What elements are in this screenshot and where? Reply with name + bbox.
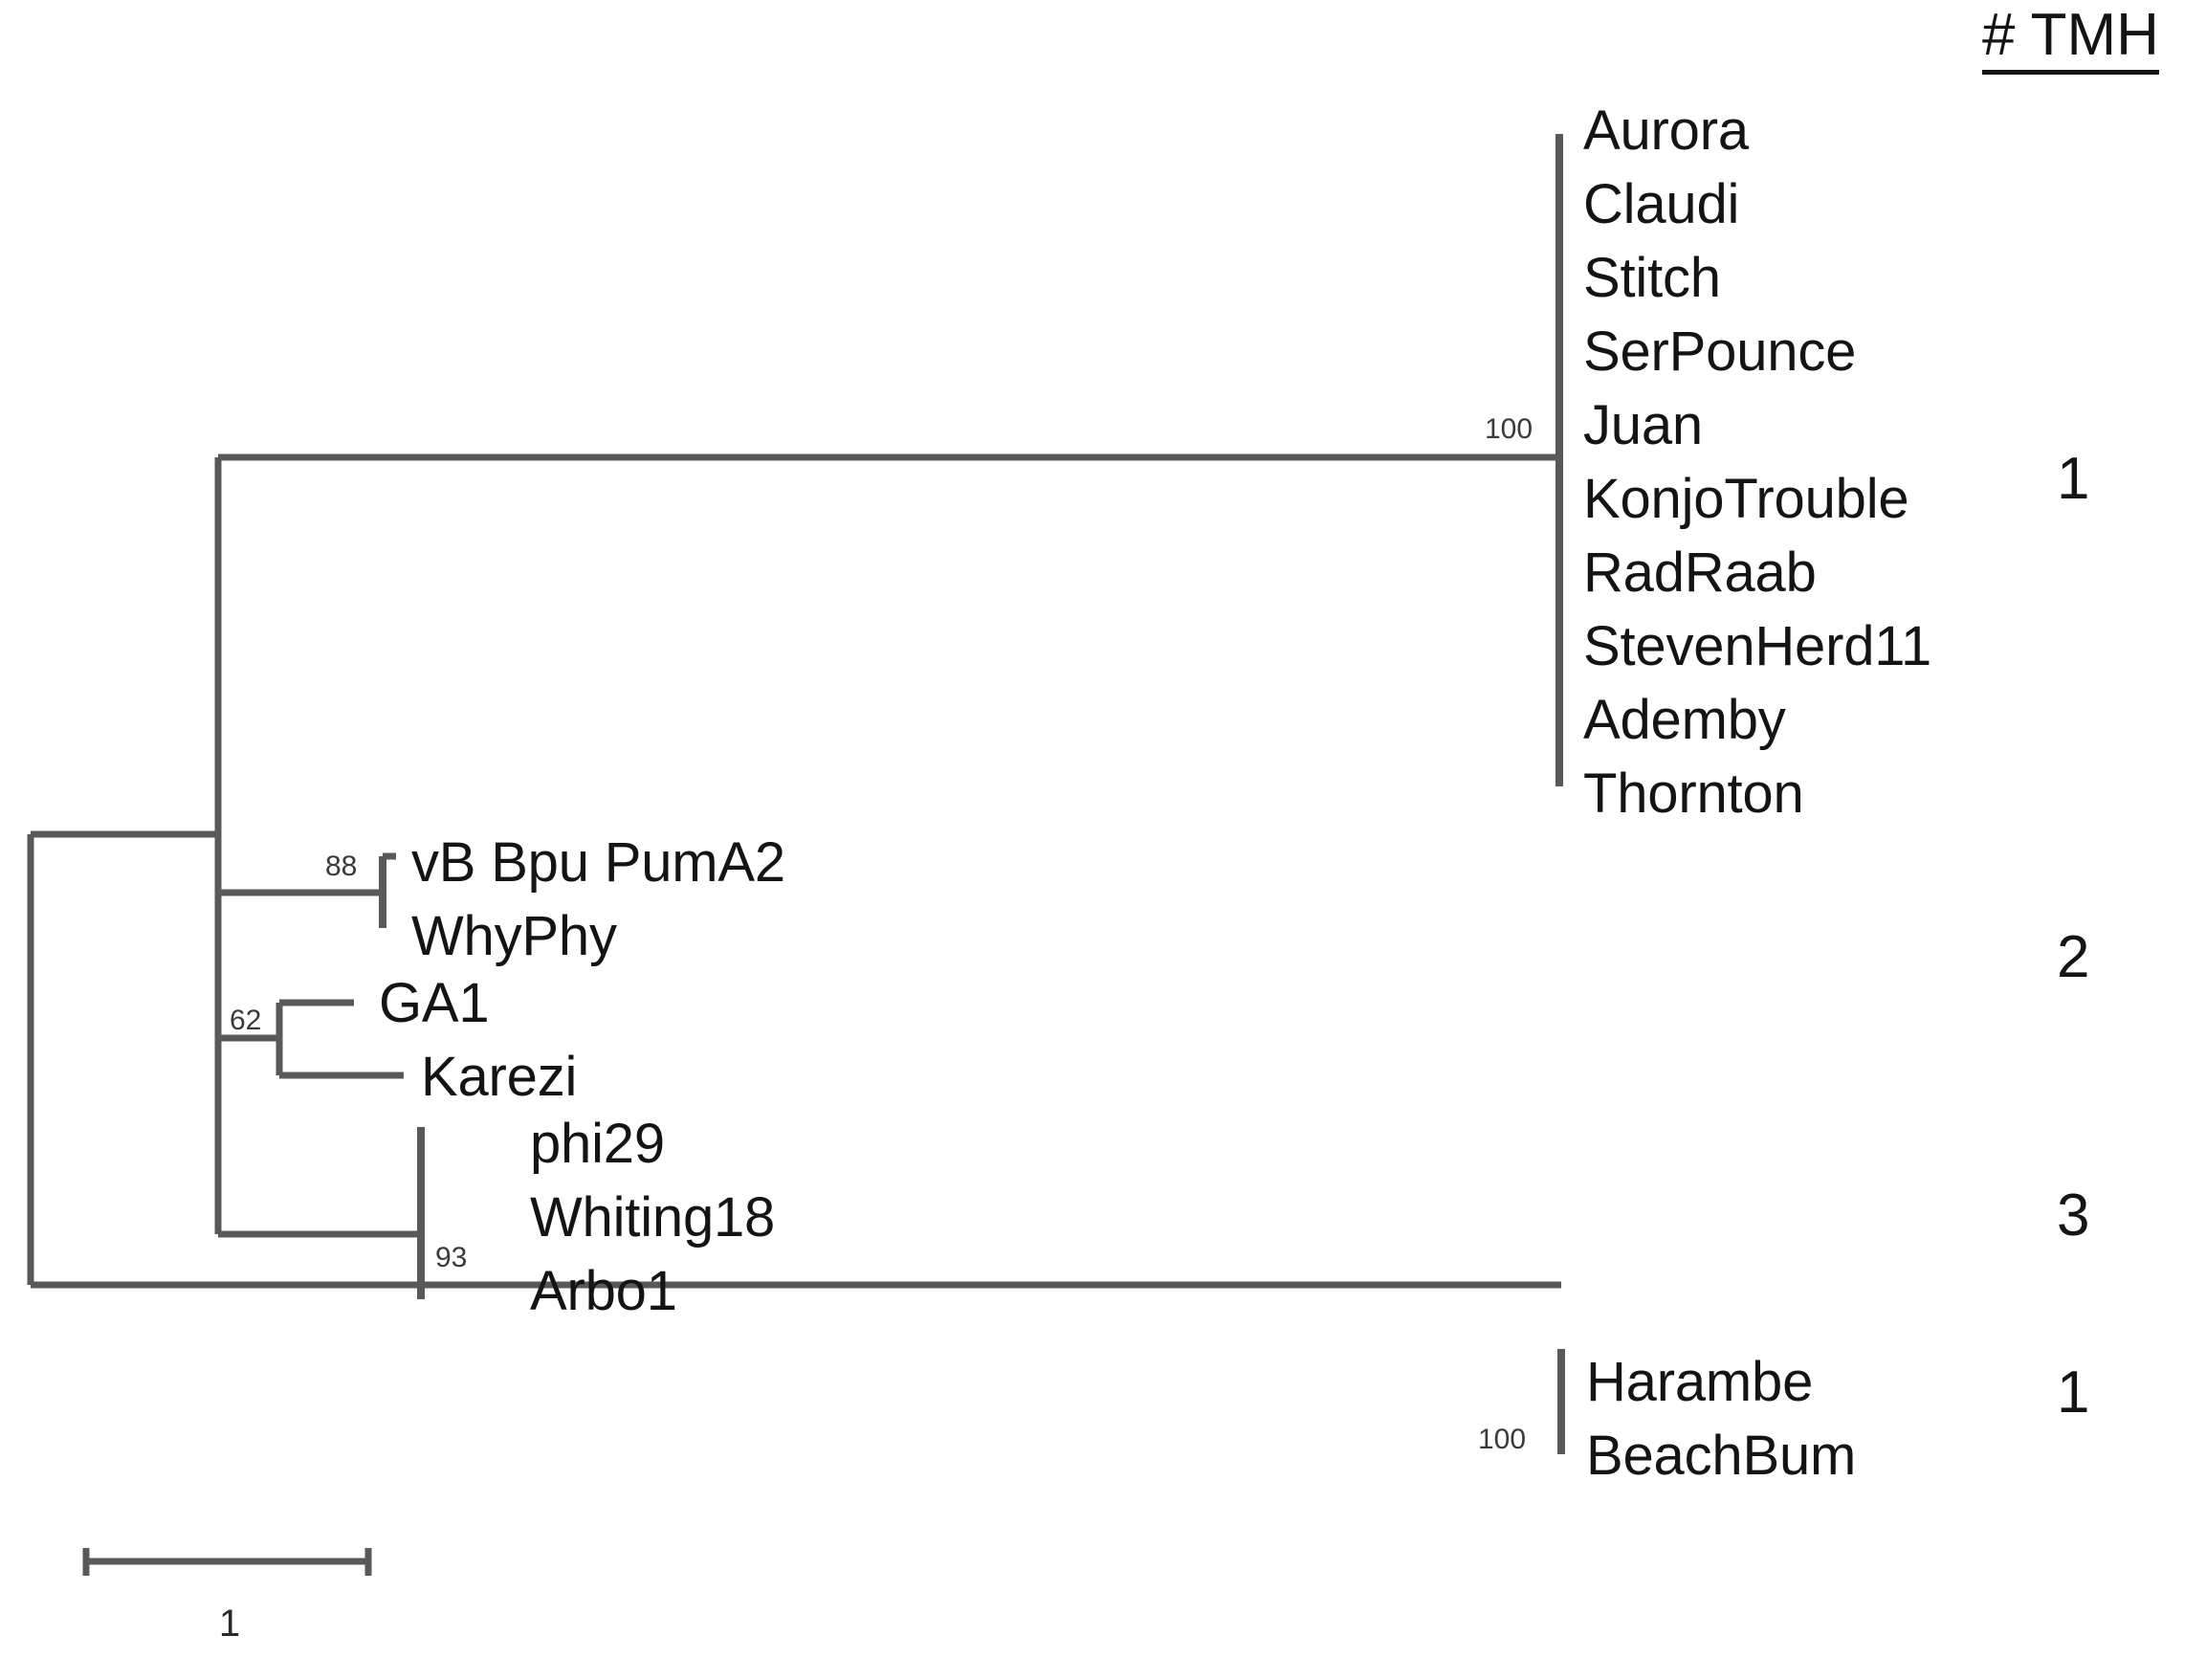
taxon-label-ademby: Ademby bbox=[1583, 689, 1786, 751]
taxon-label-harambe: Harambe bbox=[1586, 1351, 1814, 1413]
taxon-label-ga1: GA1 bbox=[379, 972, 490, 1034]
taxon-label-stevenherd11: StevenHerd11 bbox=[1583, 615, 1932, 677]
taxon-label-claudi: Claudi bbox=[1583, 173, 1740, 235]
tmh-count-harambe-clade: 1 bbox=[2057, 1359, 2090, 1426]
tmh-column-header: # TMH bbox=[1982, 6, 2159, 75]
taxon-label-vb-bpu-puma2: vB Bpu PumA2 bbox=[411, 831, 785, 894]
taxon-label-phi29: phi29 bbox=[530, 1113, 665, 1175]
taxon-label-radraab: RadRaab bbox=[1583, 542, 1817, 604]
taxon-label-aurora: Aurora bbox=[1583, 99, 1749, 162]
taxon-label-whyphy: WhyPhy bbox=[411, 905, 617, 967]
support-label-ga1-clade: 62 bbox=[230, 1005, 262, 1036]
taxon-label-konjotrouble: KonjoTrouble bbox=[1583, 468, 1909, 530]
taxon-label-juan: Juan bbox=[1583, 394, 1703, 456]
taxon-label-whiting18: Whiting18 bbox=[530, 1186, 776, 1249]
tmh-count-phi29-clade: 3 bbox=[2057, 1183, 2090, 1249]
support-label-pum-clade: 88 bbox=[325, 851, 358, 882]
taxon-label-arbo1: Arbo1 bbox=[530, 1260, 677, 1322]
taxon-label-serpounce: SerPounce bbox=[1583, 321, 1857, 383]
taxon-label-karezi: Karezi bbox=[421, 1046, 578, 1108]
taxon-label-thornton: Thornton bbox=[1583, 763, 1804, 825]
tmh-count-middle-clade: 2 bbox=[2057, 924, 2090, 990]
support-label-harambe-clade: 100 bbox=[1478, 1424, 1527, 1455]
support-label-phi29-clade: 93 bbox=[435, 1242, 468, 1273]
support-label-top-clade: 100 bbox=[1485, 413, 1533, 445]
taxon-label-beachbum: BeachBum bbox=[1586, 1425, 1857, 1487]
tmh-count-top-clade: 1 bbox=[2057, 446, 2090, 512]
taxon-label-stitch: Stitch bbox=[1583, 247, 1721, 309]
scale-bar-label: 1 bbox=[218, 1603, 241, 1645]
